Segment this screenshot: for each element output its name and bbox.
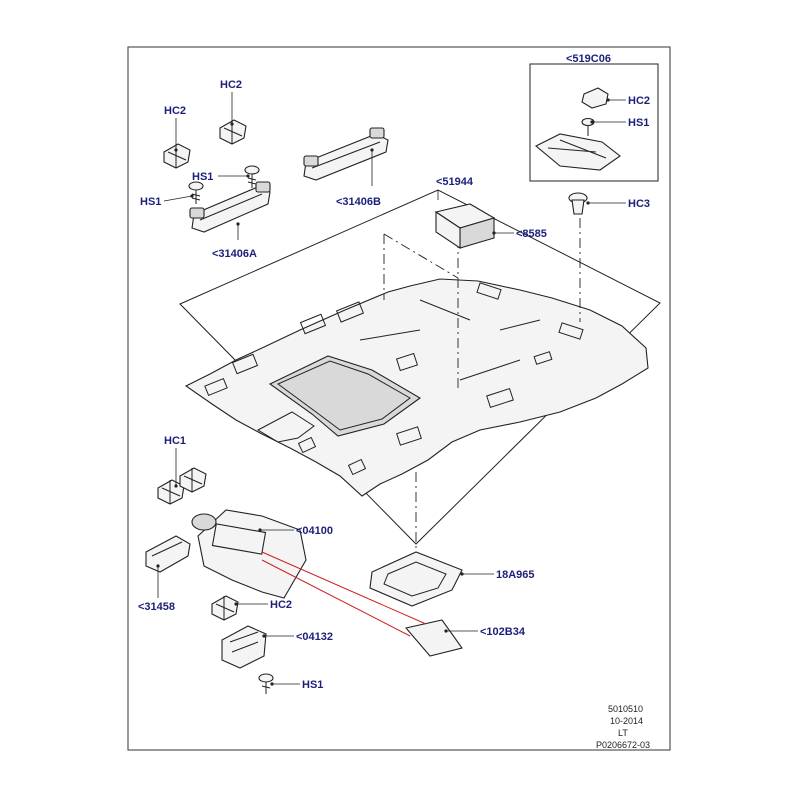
label-31406a: <31406A: [212, 248, 257, 260]
label-hs1-left: HS1: [140, 196, 161, 208]
sun-visor-04100: [191, 509, 307, 599]
hs1-screw-mid: [244, 165, 260, 188]
meta-date: 10-2014: [610, 716, 643, 726]
label-51944: <51944: [436, 176, 474, 188]
label-hc1: HC1: [164, 435, 186, 447]
label-lamp-hs1: HS1: [628, 117, 649, 129]
label-519c06: <519C06: [566, 53, 611, 65]
hs1-screw-left: [188, 181, 204, 204]
grab-handle-b: [303, 127, 389, 181]
label-31406b: <31406B: [336, 196, 381, 208]
hc3-clip: [568, 192, 588, 215]
label-hs1-mid: HS1: [192, 171, 213, 183]
label-lamp-hc2: HC2: [628, 95, 650, 107]
pad-8585: [434, 203, 496, 250]
label-18a965: 18A965: [496, 569, 535, 581]
label-31458: <31458: [138, 601, 175, 613]
meta-drawing-number: P0206672-03: [596, 740, 650, 750]
console-trim-18A965: [369, 551, 463, 607]
label-102b34: <102B34: [480, 626, 526, 638]
mirror-leader-upper: [261, 551, 427, 625]
label-04100: <04100: [296, 525, 333, 537]
lamp-inset-box: [529, 63, 659, 182]
vanity-mirror-102B34: [404, 619, 463, 657]
diagram-frame: [127, 46, 671, 751]
label-hc2-bottom: HC2: [270, 599, 292, 611]
dome-lamp: [535, 133, 621, 171]
label-04132: <04132: [296, 631, 333, 643]
headliner: [184, 278, 649, 497]
mirror-leader-lower: [261, 559, 411, 637]
grab-handle-a: [189, 181, 271, 233]
visor-bracket-04132: [221, 625, 267, 669]
label-hc2-left: HC2: [164, 105, 186, 117]
label-hc2-top: HC2: [220, 79, 242, 91]
meta-region: LT: [618, 728, 628, 738]
hc1-clip-right: [179, 467, 207, 493]
hc2-clip-bottom: [211, 595, 239, 621]
hc2-clip-upper-left: [163, 143, 191, 169]
visor-clip-31458: [145, 535, 191, 573]
leader-lines: [156, 92, 626, 686]
hs1-screw-bottom: [258, 673, 274, 694]
label-hs1-bottom: HS1: [302, 679, 323, 691]
label-hc3: HC3: [628, 198, 650, 210]
meta-code: 5010510: [608, 704, 643, 714]
label-8585: <8585: [516, 228, 547, 240]
lamp-clip-hc2: [581, 87, 609, 109]
